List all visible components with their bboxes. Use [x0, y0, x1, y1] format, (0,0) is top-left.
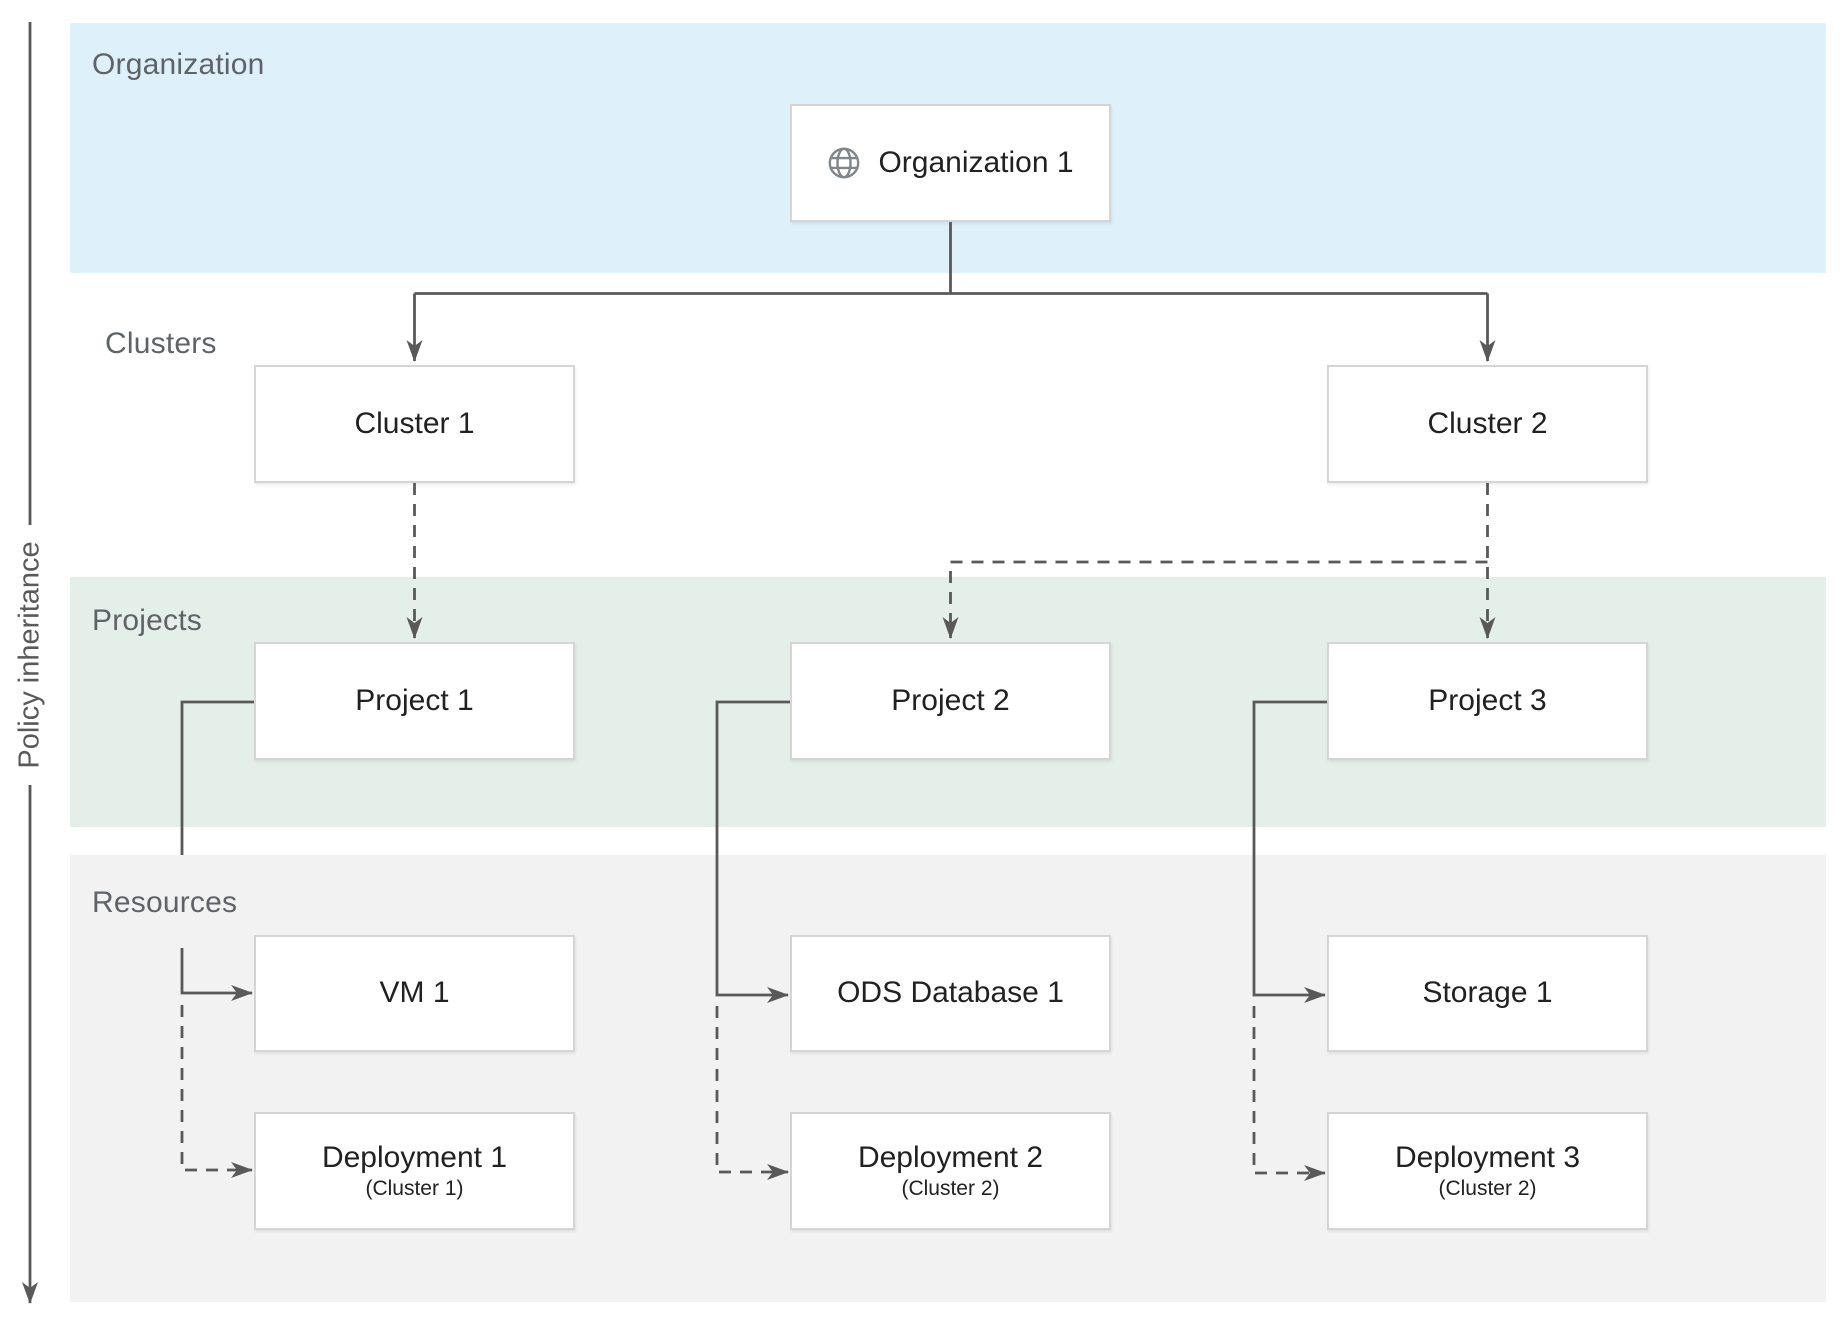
- projects-band-label: Projects: [92, 604, 202, 637]
- globe-icon: [829, 147, 860, 179]
- node-sublabel: (Cluster 2): [901, 1176, 1000, 1200]
- node-sublabel: (Cluster 2): [1438, 1176, 1537, 1200]
- node-cluster-1: Cluster 1: [254, 365, 575, 483]
- policy-inheritance-label: Policy inheritance: [13, 541, 46, 769]
- node-label: Project 2: [891, 683, 1010, 717]
- node-label: Storage 1: [1422, 976, 1553, 1010]
- node-label: Cluster 2: [1427, 406, 1548, 440]
- resources-band: [70, 855, 1826, 1302]
- node-project-2: Project 2: [790, 642, 1111, 760]
- node-organization-1: Organization 1: [790, 104, 1111, 222]
- node-label: Project 1: [355, 683, 474, 717]
- node-label: VM 1: [379, 976, 450, 1010]
- node-project-1: Project 1: [254, 642, 575, 760]
- node-label: ODS Database 1: [837, 976, 1064, 1010]
- node-label: Deployment 2: [857, 1141, 1044, 1175]
- node-ods-database-1: ODS Database 1: [790, 935, 1111, 1052]
- node-label: Deployment 1: [321, 1141, 508, 1175]
- node-label: Cluster 1: [354, 406, 475, 440]
- organization-band-label: Organization: [92, 48, 265, 81]
- node-storage-1: Storage 1: [1327, 935, 1648, 1052]
- node-deployment-2: Deployment 2 (Cluster 2): [790, 1112, 1111, 1230]
- clusters-band-label: Clusters: [105, 327, 217, 360]
- node-deployment-3: Deployment 3 (Cluster 2): [1327, 1112, 1648, 1230]
- node-sublabel: (Cluster 1): [365, 1176, 464, 1200]
- node-deployment-1: Deployment 1 (Cluster 1): [254, 1112, 575, 1230]
- node-vm-1: VM 1: [254, 935, 575, 1052]
- node-label: Deployment 3: [1394, 1141, 1581, 1175]
- node-label: Project 3: [1428, 683, 1547, 717]
- node-cluster-2: Cluster 2: [1327, 365, 1648, 483]
- node-label: Organization 1: [878, 145, 1074, 179]
- node-project-3: Project 3: [1327, 642, 1648, 760]
- resources-band-label: Resources: [92, 886, 238, 919]
